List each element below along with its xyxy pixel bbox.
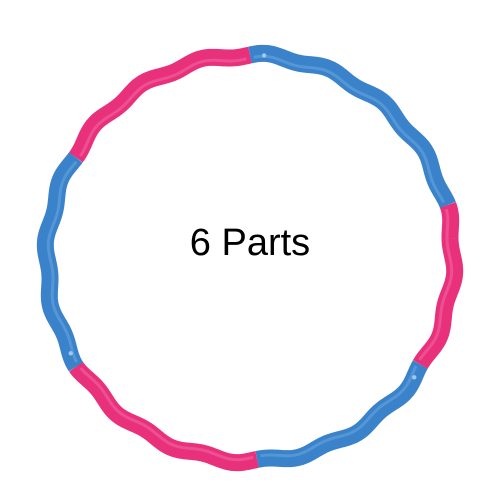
hoop-segment-1 [68, 46, 252, 163]
hoop-segment-highlight-3 [418, 208, 454, 361]
hula-hoop [36, 44, 464, 472]
hoop-segment-6 [36, 152, 84, 372]
hoop-segment-highlight-2 [253, 54, 445, 204]
hoop-segment-highlight-6 [46, 160, 79, 363]
hoop-segment-highlight-1 [79, 57, 247, 157]
connector-button-4 [412, 375, 417, 380]
hoop-segment-highlight-5 [79, 366, 254, 462]
hoop-segment-4 [255, 360, 428, 468]
hoop-segment-5 [69, 361, 259, 472]
hoop-segment-3 [412, 202, 464, 369]
parts-count-caption: 6 Parts [189, 222, 311, 264]
connector-button-6 [68, 351, 73, 356]
hoop-segment-highlight-4 [260, 365, 418, 458]
hoop-segment-2 [248, 44, 456, 209]
connector-button-2 [261, 53, 267, 58]
